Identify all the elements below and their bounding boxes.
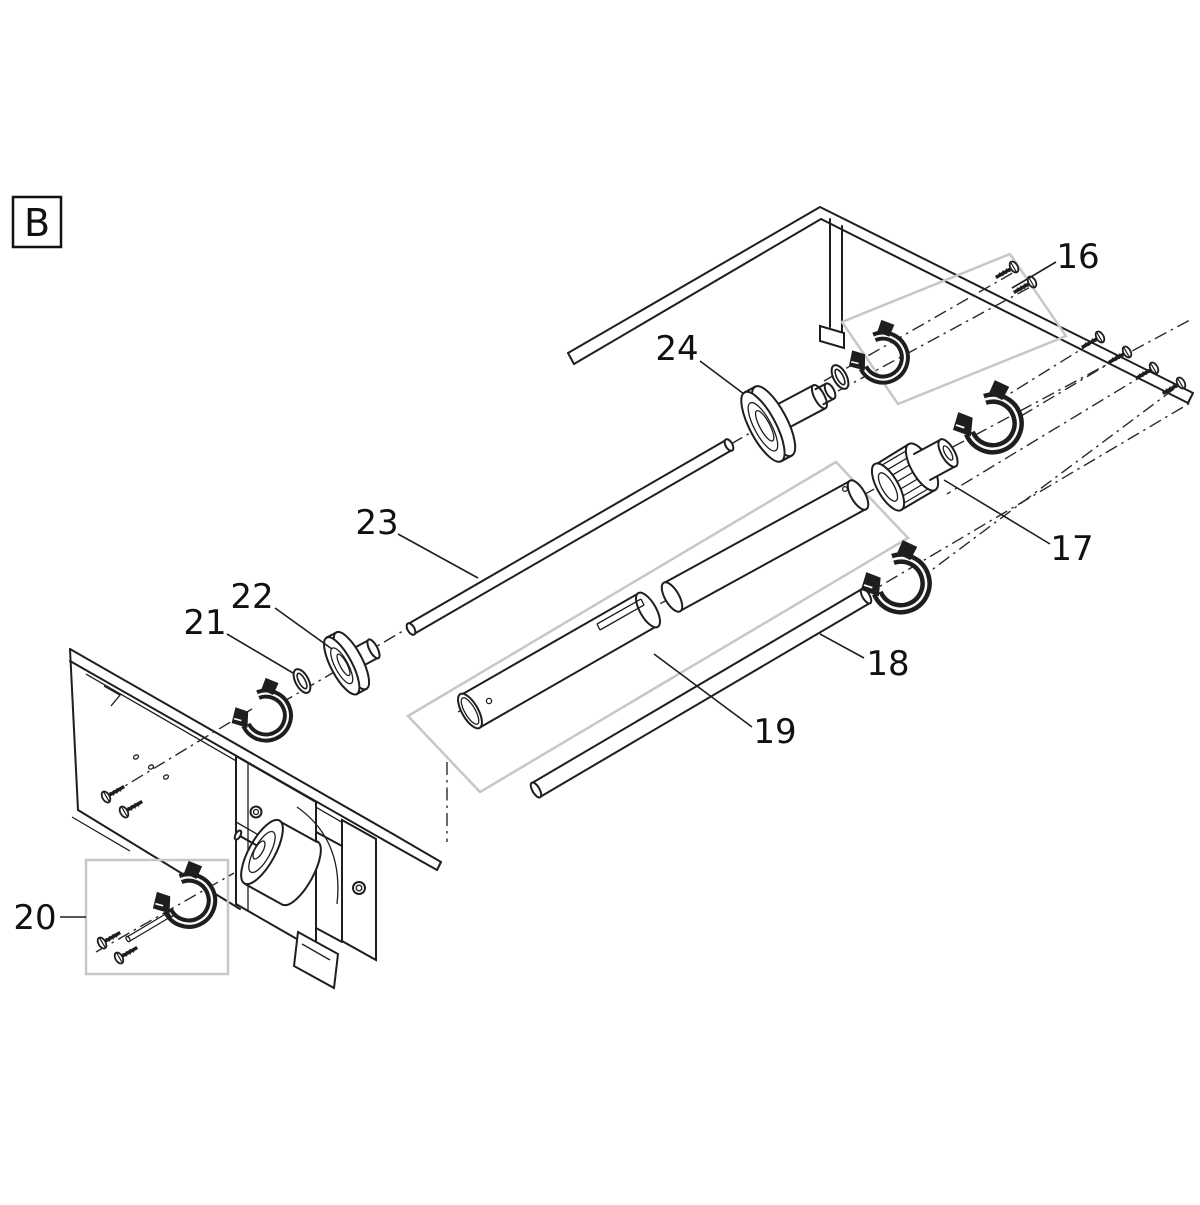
part-21-label: 21 bbox=[183, 603, 226, 643]
part-19-label: 19 bbox=[753, 712, 796, 752]
screw-part bbox=[98, 779, 129, 806]
part-18-label: 18 bbox=[866, 644, 909, 684]
part-17-leader bbox=[943, 479, 1051, 545]
clamp-part-upper-right bbox=[949, 378, 1020, 452]
part-19-leader bbox=[653, 653, 753, 728]
drive-unit bbox=[233, 754, 377, 990]
part-24-label: 24 bbox=[655, 329, 698, 369]
part-23-tube bbox=[405, 438, 735, 636]
part-17-label: 17 bbox=[1050, 529, 1093, 569]
part-19-sleeve-small bbox=[660, 479, 870, 613]
part-23-leader bbox=[397, 533, 479, 579]
part-19-sleeve-large bbox=[457, 591, 661, 730]
part-20-label: 20 bbox=[13, 898, 56, 938]
clamp-part-left bbox=[226, 675, 291, 742]
part-23-label: 23 bbox=[355, 503, 398, 543]
figure-label: B bbox=[24, 201, 50, 245]
frame-bracket-foot bbox=[819, 324, 845, 350]
screw-part bbox=[111, 940, 142, 967]
part-22-flange bbox=[323, 630, 381, 696]
part-18-leader bbox=[819, 633, 865, 659]
part-22-leader bbox=[274, 607, 333, 650]
part-21-leader bbox=[226, 633, 294, 674]
screw-part bbox=[991, 258, 1022, 285]
part-labels: 16 17 18 19 20 21 22 23 24 bbox=[13, 237, 1099, 938]
housing-frame bbox=[567, 206, 1194, 404]
part-18-tube bbox=[529, 587, 873, 799]
leader-lines bbox=[60, 261, 1057, 918]
part-16-leader bbox=[1011, 261, 1057, 289]
panel-tab bbox=[103, 685, 121, 707]
callout-box-19 bbox=[406, 460, 910, 794]
part-20-pin bbox=[125, 910, 174, 943]
part-16-label: 16 bbox=[1056, 237, 1099, 277]
screw-part bbox=[116, 794, 147, 821]
figure-label-box: B bbox=[11, 195, 63, 249]
part-17-cap bbox=[870, 438, 959, 512]
part-24-leader bbox=[699, 360, 745, 395]
part-22-label: 22 bbox=[230, 577, 273, 617]
part-24-bushing bbox=[740, 382, 837, 463]
part-21-oring bbox=[289, 665, 315, 697]
clamp-part-box20 bbox=[147, 858, 215, 928]
